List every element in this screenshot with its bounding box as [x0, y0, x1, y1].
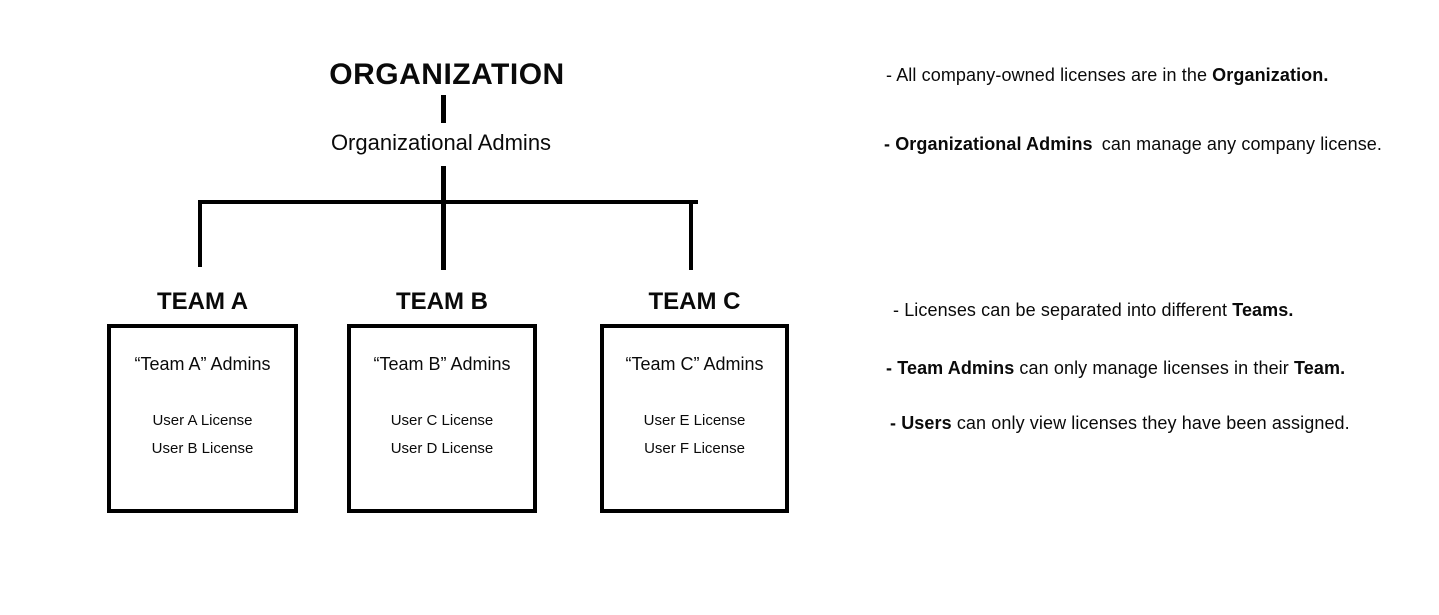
note-text-segment: - All company-owned licenses are in the: [886, 65, 1213, 85]
connector-drop-team-c: [689, 200, 693, 270]
note-text-segment: Organization.: [1212, 65, 1329, 85]
team-a-group: TEAM A “Team A” Admins User A License Us…: [107, 290, 298, 513]
team-c-admins-label: “Team C” Admins: [625, 354, 764, 374]
team-c-title: TEAM C: [648, 288, 741, 315]
team-b-group: TEAM B “Team B” Admins User C License Us…: [347, 290, 537, 513]
team-b-admins-label: “Team B” Admins: [373, 354, 511, 374]
note-text-segment: - Team Admins: [886, 358, 1015, 378]
team-c-license-1: User E License: [643, 412, 746, 429]
team-b-license-1: User C License: [390, 412, 494, 429]
note-text-segment: can manage any company license.: [1096, 134, 1383, 154]
team-b-title: TEAM B: [396, 288, 488, 315]
team-c-box: “Team C” Admins User E License User F Li…: [600, 324, 789, 513]
note-team-admins: - Team Admins can only manage licenses i…: [886, 358, 1345, 379]
note-text-segment: Team.: [1293, 358, 1346, 378]
team-c-license-2: User F License: [644, 440, 745, 457]
team-a-license-1: User A License: [152, 412, 253, 429]
connector-org-to-admins: [441, 95, 446, 123]
connector-admins-stem: [441, 166, 446, 270]
team-b-box: “Team B” Admins User C License User D Li…: [347, 324, 537, 513]
team-a-license-2: User B License: [151, 440, 254, 457]
note-text-segment: can only view licenses they have been as…: [951, 413, 1350, 433]
team-b-license-2: User D License: [390, 440, 494, 457]
team-a-admins-label: “Team A” Admins: [134, 354, 271, 374]
org-admins-label: Organizational Admins: [330, 130, 552, 155]
note-text-segment: can only manage licenses in their: [1014, 358, 1294, 378]
note-text-segment: - Licenses can be separated into differe…: [893, 300, 1233, 320]
team-a-title: TEAM A: [156, 288, 249, 315]
note-text-segment: - Users: [890, 413, 952, 433]
team-a-box: “Team A” Admins User A License User B Li…: [107, 324, 298, 513]
connector-horizontal-bar: [198, 200, 698, 204]
note-teams: - Licenses can be separated into differe…: [893, 300, 1294, 321]
team-c-group: TEAM C “Team C” Admins User E License Us…: [600, 290, 789, 513]
connector-drop-team-a: [198, 200, 202, 267]
note-org-admins: - Organizational Admins can manage any c…: [884, 134, 1382, 155]
note-organization: - All company-owned licenses are in the …: [886, 65, 1328, 86]
note-users: - Users can only view licenses they have…: [890, 413, 1350, 434]
note-text-segment: Teams.: [1232, 300, 1294, 320]
organization-title: ORGANIZATION: [329, 58, 565, 91]
note-text-segment: - Organizational Admins: [884, 134, 1093, 154]
